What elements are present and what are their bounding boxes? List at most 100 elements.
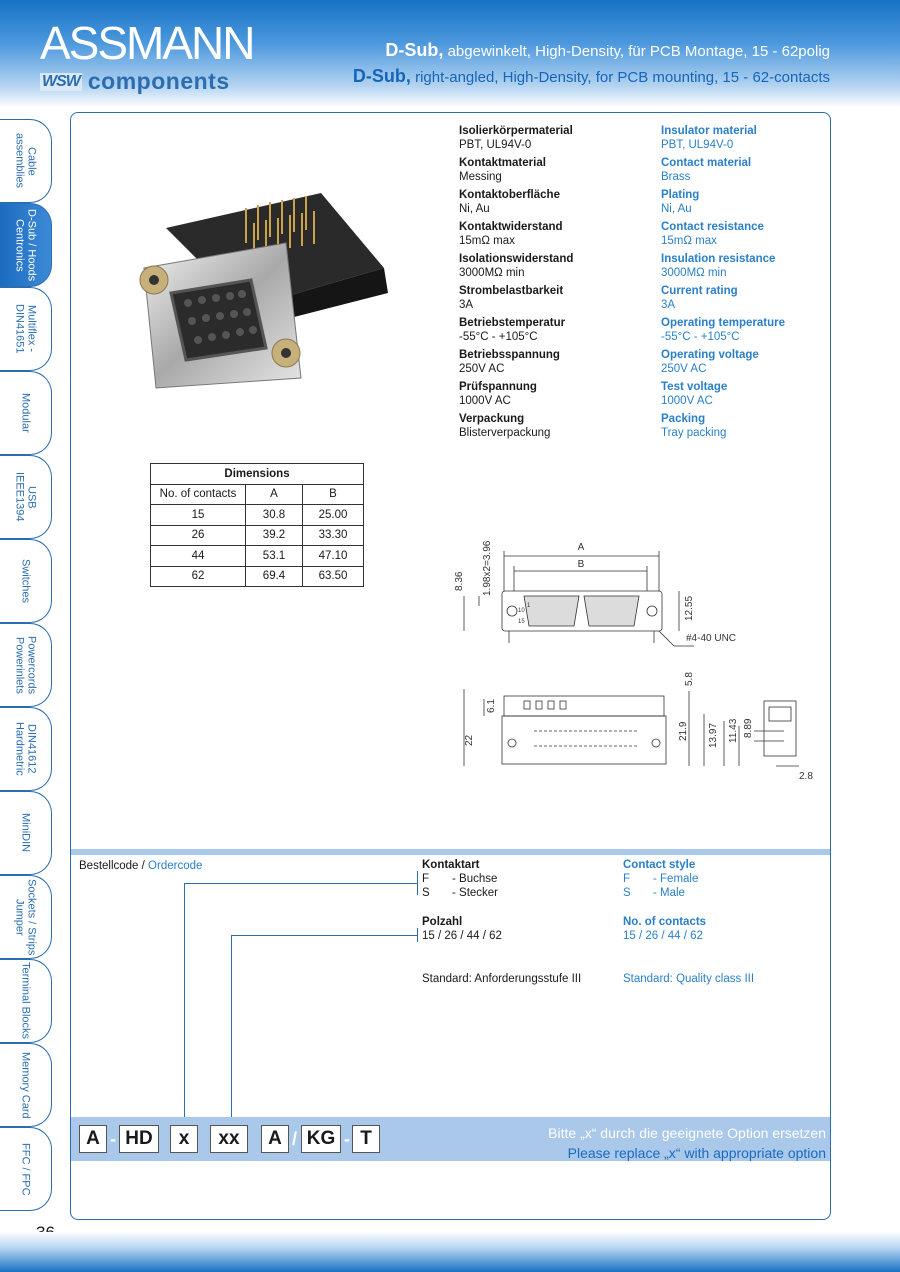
code-part-contact-style: x	[170, 1125, 198, 1153]
pole-count-label-en: No. of contacts	[623, 916, 707, 928]
spec-label: Strombelastbarkeit	[459, 285, 564, 297]
sidebar-item-switches[interactable]: Switches	[0, 539, 52, 623]
option-key: S	[422, 887, 430, 899]
pole-count-label-de: Polzahl	[422, 916, 463, 928]
sidebar-item-label: Sockets / Strips Jumper	[13, 878, 38, 956]
order-code-title-de: Bestellcode /	[79, 860, 149, 872]
spec-value: 3A	[459, 299, 474, 311]
sidebar-item-label: Memory Card	[19, 1051, 32, 1119]
spec-value: 3A	[661, 299, 676, 311]
sidebar-item-memory-card[interactable]: Memory Card	[0, 1043, 52, 1127]
spec-label: Prüfspannung	[459, 381, 537, 393]
option-row: F- Buchse	[422, 872, 498, 886]
contact-style-label-de: Kontaktart	[422, 859, 480, 871]
spec-value: 15mΩ max	[459, 235, 515, 247]
option-row: S- Male	[623, 886, 698, 900]
option-note: Bitte „x“ durch die geeignete Option ers…	[548, 1123, 826, 1163]
table-cell: 25.00	[302, 504, 364, 526]
sidebar-item-din41612[interactable]: DIN41612 Hardmetric	[0, 707, 52, 791]
table-caption-row: Dimensions	[150, 463, 364, 485]
spec-item: Operating voltage 250V AC	[661, 348, 785, 380]
spec-label: Operating voltage	[661, 349, 759, 361]
spec-label: Plating	[661, 189, 700, 201]
code-part: A	[261, 1125, 289, 1153]
spec-value: 250V AC	[459, 363, 505, 375]
spec-label: Contact material	[661, 157, 752, 169]
sidebar-item-label: Modular	[19, 393, 32, 433]
thread-label: #4-40 UNC	[686, 633, 736, 644]
spec-value: PBT, UL94V-0	[459, 139, 532, 151]
column-header: No. of contacts	[150, 483, 246, 505]
table-caption: Dimensions	[150, 463, 364, 485]
title-english: D-Sub, right-angled, High-Density, for P…	[353, 64, 830, 90]
dimension-label: 2.8	[799, 771, 813, 782]
sidebar-item-cable-assemblies[interactable]: Cable assemblies	[0, 119, 52, 203]
dimension-label-b: B	[578, 559, 585, 570]
spec-label: Verpackung	[459, 413, 525, 425]
wsw-mark: WSW	[40, 72, 82, 91]
sidebar-item-label: Switches	[19, 558, 32, 604]
spec-label: Betriebsspannung	[459, 349, 560, 361]
option-row: F- Female	[623, 872, 698, 886]
sidebar-item-ffc-fpc[interactable]: FFC / FPC	[0, 1127, 52, 1211]
sidebar-item-multiflex[interactable]: Multiflex - DIN41651	[0, 287, 52, 371]
dimension-label: 12.55	[684, 596, 695, 621]
spec-item: Betriebsspannung 250V AC	[459, 348, 573, 380]
dimension-label: 8.89	[743, 718, 754, 738]
spec-value: Ni, Au	[661, 203, 692, 215]
dimension-label: 8.36	[454, 571, 465, 591]
table-cell: 30.8	[245, 504, 303, 526]
leader-line-contact-style	[184, 883, 418, 884]
option-value: - Male	[653, 887, 685, 899]
technical-drawing: A B 8.36 1.98x2=3.96 12.55 #4-40 UNC 5.8…	[454, 540, 813, 782]
pole-count-value-en: 15 / 26 / 44 / 62	[623, 930, 703, 942]
code-part: HD	[119, 1125, 159, 1153]
sidebar-item-label: MiniDIN	[19, 813, 32, 853]
section-divider	[71, 849, 830, 855]
spec-value: 250V AC	[661, 363, 707, 375]
contact-style-de: Kontaktart F- Buchse S- Stecker	[422, 858, 498, 900]
table-cell: 26	[150, 524, 246, 546]
table-cell: 69.4	[245, 565, 303, 587]
sidebar-item-usb[interactable]: USB IEEE1394	[0, 455, 52, 539]
spec-label: Insulator material	[661, 125, 757, 137]
pole-count-value-de: 15 / 26 / 44 / 62	[422, 930, 502, 942]
sidebar-item-label: D-Sub / Hoods Centronics	[13, 208, 38, 282]
sidebar-item-powercords[interactable]: Powercords Powerinlets	[0, 623, 52, 707]
table-cell: 53.1	[245, 545, 303, 567]
sidebar-item-terminal-blocks[interactable]: Terminal Blocks	[0, 959, 52, 1043]
dimension-label: 22	[464, 734, 475, 746]
leader-line-pole-count-drop	[231, 935, 232, 1125]
spec-value: -55°C - +105°C	[459, 331, 538, 343]
spec-value: PBT, UL94V-0	[661, 139, 734, 151]
spec-label: Contact resistance	[661, 221, 764, 233]
column-header: B	[302, 483, 364, 505]
spec-value: Blisterverpackung	[459, 427, 551, 439]
spec-value: 3000MΩ min	[459, 267, 525, 279]
dimension-label: 6.1	[486, 699, 497, 713]
spec-label: Kontaktmaterial	[459, 157, 546, 169]
sidebar-item-dsub-hoods[interactable]: D-Sub / Hoods Centronics	[0, 203, 52, 287]
spec-item: Operating temperature-55°C - +105°C	[661, 316, 785, 348]
sidebar-item-minidin[interactable]: MiniDIN	[0, 791, 52, 875]
page-header: ASSMANN WSW components D-Sub, abgewinkel…	[0, 0, 900, 108]
code-separator: -	[110, 1129, 116, 1149]
sidebar-item-sockets-strips[interactable]: Sockets / Strips Jumper	[0, 875, 52, 959]
sidebar-item-modular[interactable]: Modular	[0, 371, 52, 455]
table-cell: 44	[150, 545, 246, 567]
